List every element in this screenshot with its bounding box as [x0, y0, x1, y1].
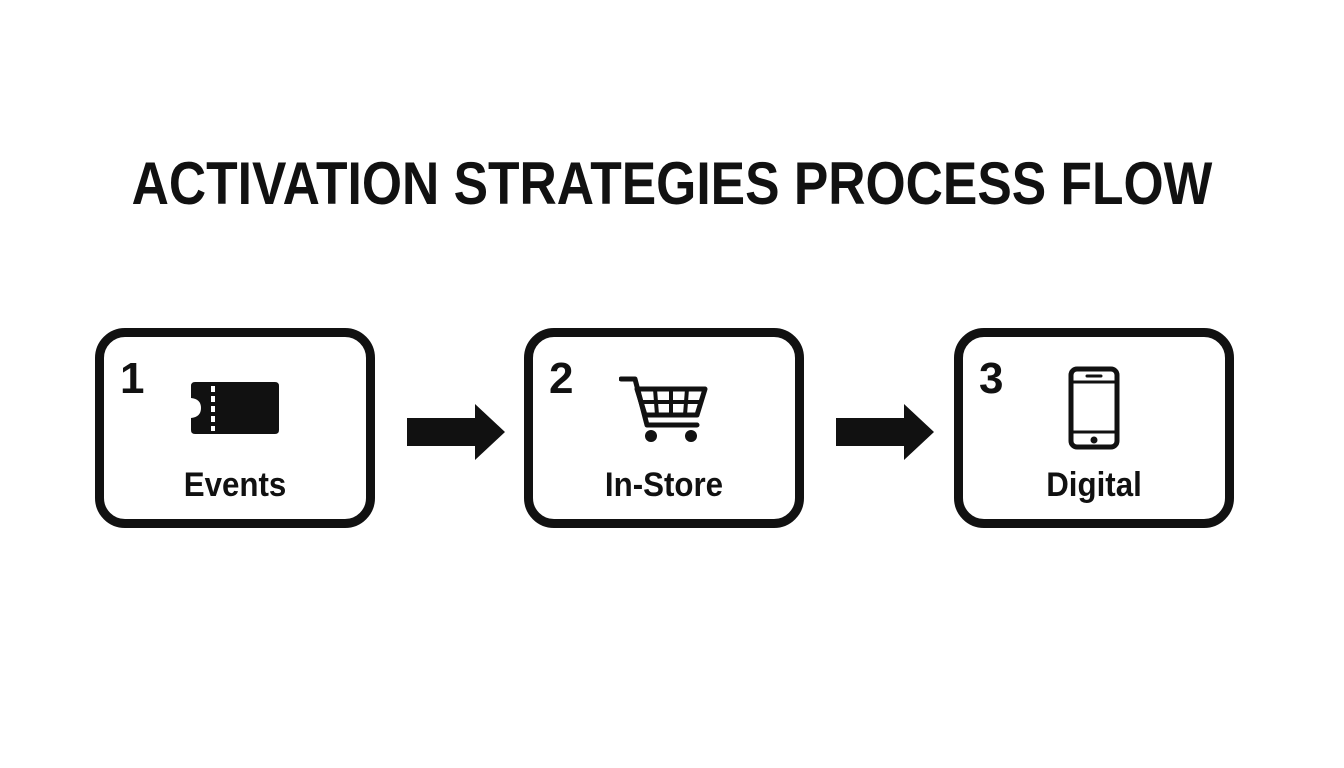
- ticket-icon: [185, 365, 285, 451]
- step-label: Digital: [1046, 466, 1142, 504]
- step-box-in-store: 2 In-Store: [524, 328, 804, 528]
- step-box-digital: 3 Digital: [954, 328, 1234, 528]
- arrow-right-icon: [836, 404, 934, 460]
- arrow-right-icon: [407, 404, 505, 460]
- shopping-cart-icon: [614, 365, 714, 451]
- diagram-title: ACTIVATION STRATEGIES PROCESS FLOW: [131, 150, 1213, 217]
- smartphone-icon: [1044, 365, 1144, 451]
- step-number: 2: [549, 354, 574, 403]
- step-number: 3: [979, 354, 1004, 403]
- step-label: Events: [183, 466, 287, 504]
- step-label: In-Store: [604, 466, 724, 504]
- step-number: 1: [120, 354, 145, 403]
- step-box-events: 1 Events: [95, 328, 375, 528]
